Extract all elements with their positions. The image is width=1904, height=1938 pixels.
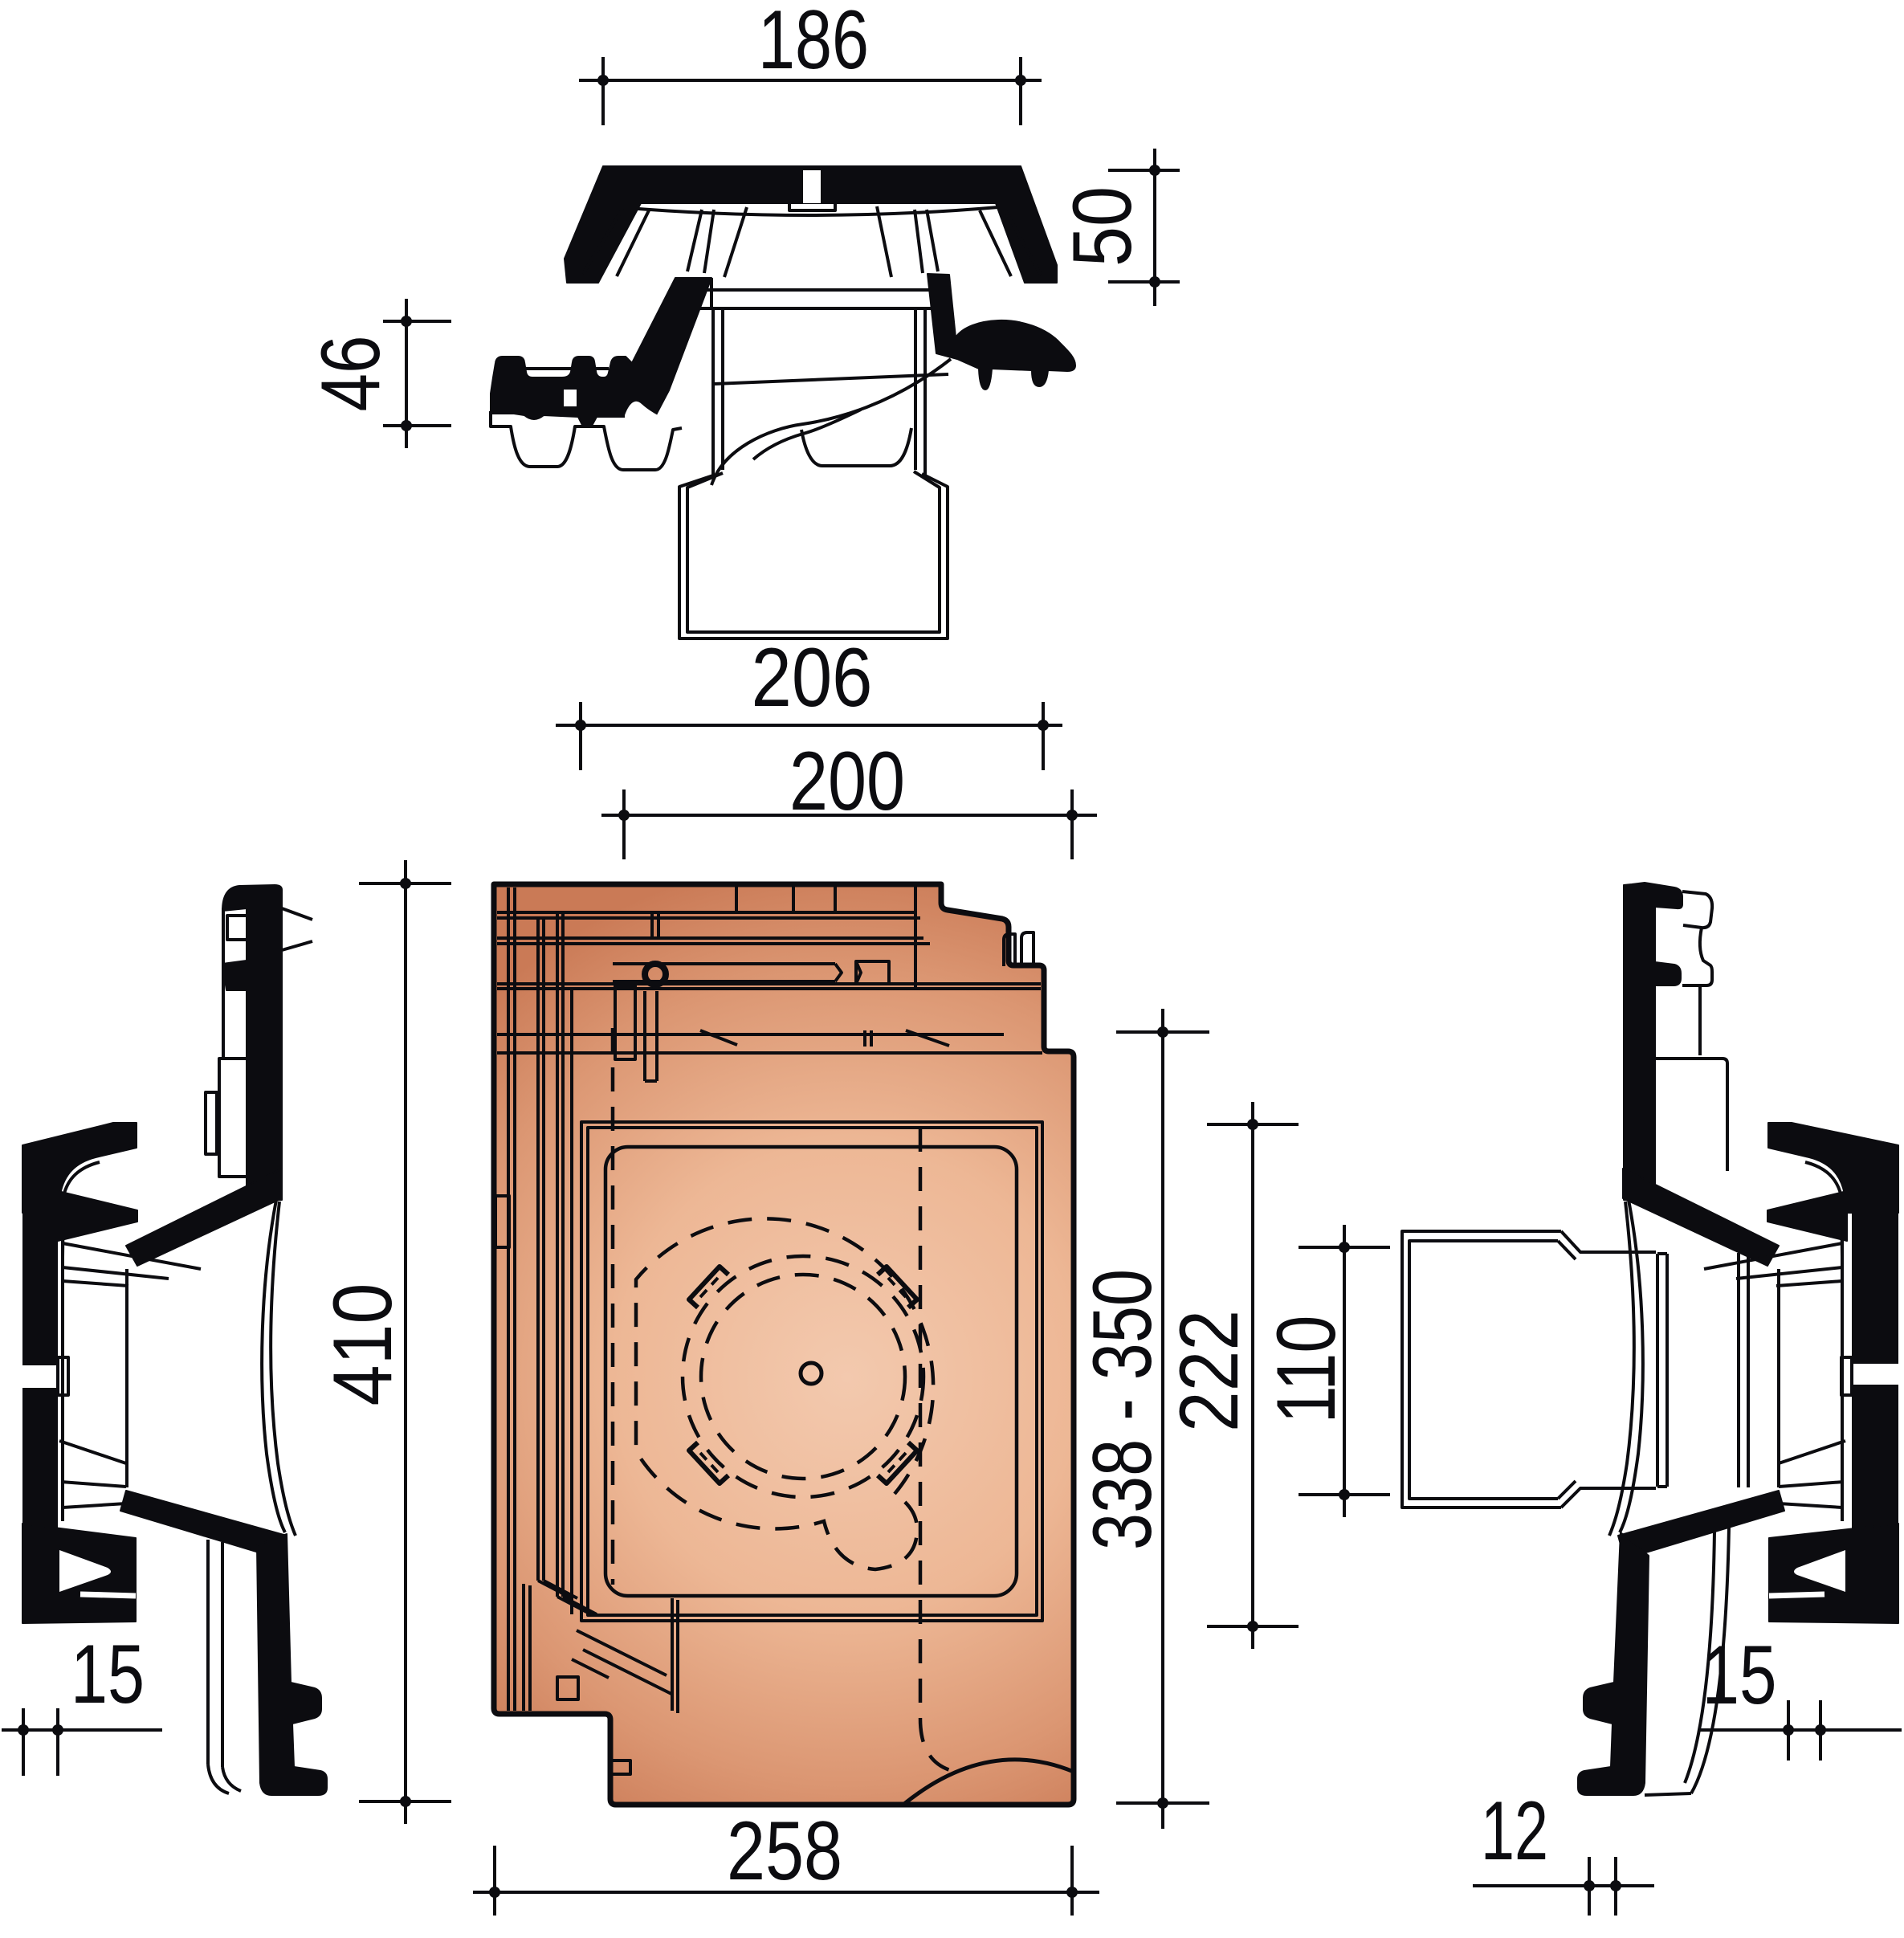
svg-text:206: 206 bbox=[752, 631, 873, 724]
svg-text:15: 15 bbox=[1702, 1629, 1777, 1722]
svg-text:258: 258 bbox=[727, 1805, 842, 1898]
svg-text:338 - 350: 338 - 350 bbox=[1076, 1269, 1169, 1550]
svg-text:200: 200 bbox=[789, 735, 905, 828]
svg-text:15: 15 bbox=[71, 1628, 145, 1721]
svg-text:110: 110 bbox=[1260, 1316, 1353, 1424]
svg-text:50: 50 bbox=[1056, 186, 1149, 267]
svg-text:222: 222 bbox=[1163, 1310, 1256, 1432]
svg-text:46: 46 bbox=[304, 336, 398, 412]
svg-text:12: 12 bbox=[1481, 1785, 1548, 1878]
svg-text:410: 410 bbox=[316, 1283, 410, 1406]
svg-text:186: 186 bbox=[758, 0, 869, 87]
